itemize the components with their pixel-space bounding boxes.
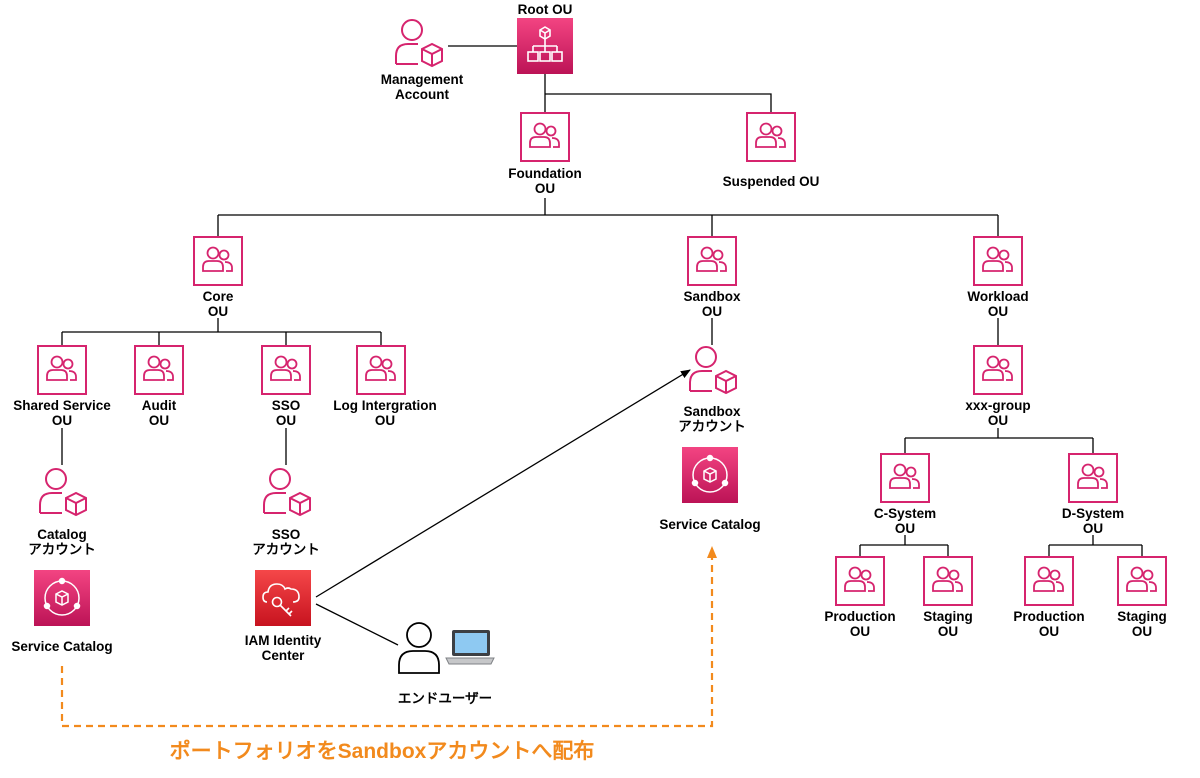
shared-service-ou-label: Shared Service OU xyxy=(13,398,111,428)
catalog-service-catalog-label: Service Catalog xyxy=(11,639,113,654)
log-integration-ou-label: Log Intergration OU xyxy=(333,398,437,428)
xxx-group-ou-label: xxx-group OU xyxy=(965,398,1031,428)
log-integration-ou-icon xyxy=(356,345,406,395)
catalog-account-label: Catalog アカウント xyxy=(28,527,96,557)
shared-service-ou-icon xyxy=(37,345,87,395)
d-system-ou-icon xyxy=(1068,453,1118,503)
c-staging-ou-label: Staging OU xyxy=(923,609,973,639)
sso-ou-icon xyxy=(261,345,311,395)
sandbox-account-label: Sandbox アカウント xyxy=(678,404,746,434)
service-catalog-icon xyxy=(34,570,90,626)
iam-identity-center-icon xyxy=(255,570,311,626)
c-production-ou-icon xyxy=(835,556,885,606)
sso-account-icon xyxy=(260,465,316,521)
end-user-label: エンドユーザー xyxy=(397,691,493,706)
root-ou-label: Root OU xyxy=(517,2,573,17)
d-production-ou-icon xyxy=(1024,556,1074,606)
core-ou-label: Core OU xyxy=(202,289,234,319)
xxx-group-ou-icon xyxy=(973,345,1023,395)
sandbox-service-catalog-label: Service Catalog xyxy=(659,517,761,532)
service-catalog-icon xyxy=(682,447,738,503)
sso-ou-label: SSO OU xyxy=(271,398,301,428)
distribution-caption: ポートフォリオをSandboxアカウントへ配布 xyxy=(169,740,595,763)
foundation-ou-icon xyxy=(520,112,570,162)
laptop-icon xyxy=(444,628,496,668)
workload-ou-label: Workload OU xyxy=(967,289,1029,319)
suspended-ou-icon xyxy=(746,112,796,162)
suspended-ou-label: Suspended OU xyxy=(722,174,820,189)
d-production-ou-label: Production OU xyxy=(1013,609,1085,639)
catalog-account-icon xyxy=(36,465,92,521)
sandbox-ou-label: Sandbox OU xyxy=(683,289,741,319)
c-staging-ou-icon xyxy=(923,556,973,606)
c-system-ou-label: C-System OU xyxy=(873,506,937,536)
core-ou-icon xyxy=(193,236,243,286)
audit-ou-label: Audit OU xyxy=(141,398,177,428)
c-production-ou-label: Production OU xyxy=(824,609,896,639)
foundation-ou-label: Foundation OU xyxy=(508,166,582,196)
audit-ou-icon xyxy=(134,345,184,395)
workload-ou-icon xyxy=(973,236,1023,286)
user-icon xyxy=(396,619,442,675)
sandbox-account-icon xyxy=(686,343,742,399)
d-staging-ou-icon xyxy=(1117,556,1167,606)
organizations-icon xyxy=(517,18,573,74)
sso-account-label: SSO アカウント xyxy=(252,527,320,557)
d-staging-ou-label: Staging OU xyxy=(1117,609,1167,639)
management-account-label: Management Account xyxy=(380,72,464,102)
c-system-ou-icon xyxy=(880,453,930,503)
management-account-icon xyxy=(392,16,448,72)
iam-identity-center-label: IAM Identity Center xyxy=(244,633,322,663)
sandbox-ou-icon xyxy=(687,236,737,286)
d-system-ou-label: D-System OU xyxy=(1061,506,1125,536)
